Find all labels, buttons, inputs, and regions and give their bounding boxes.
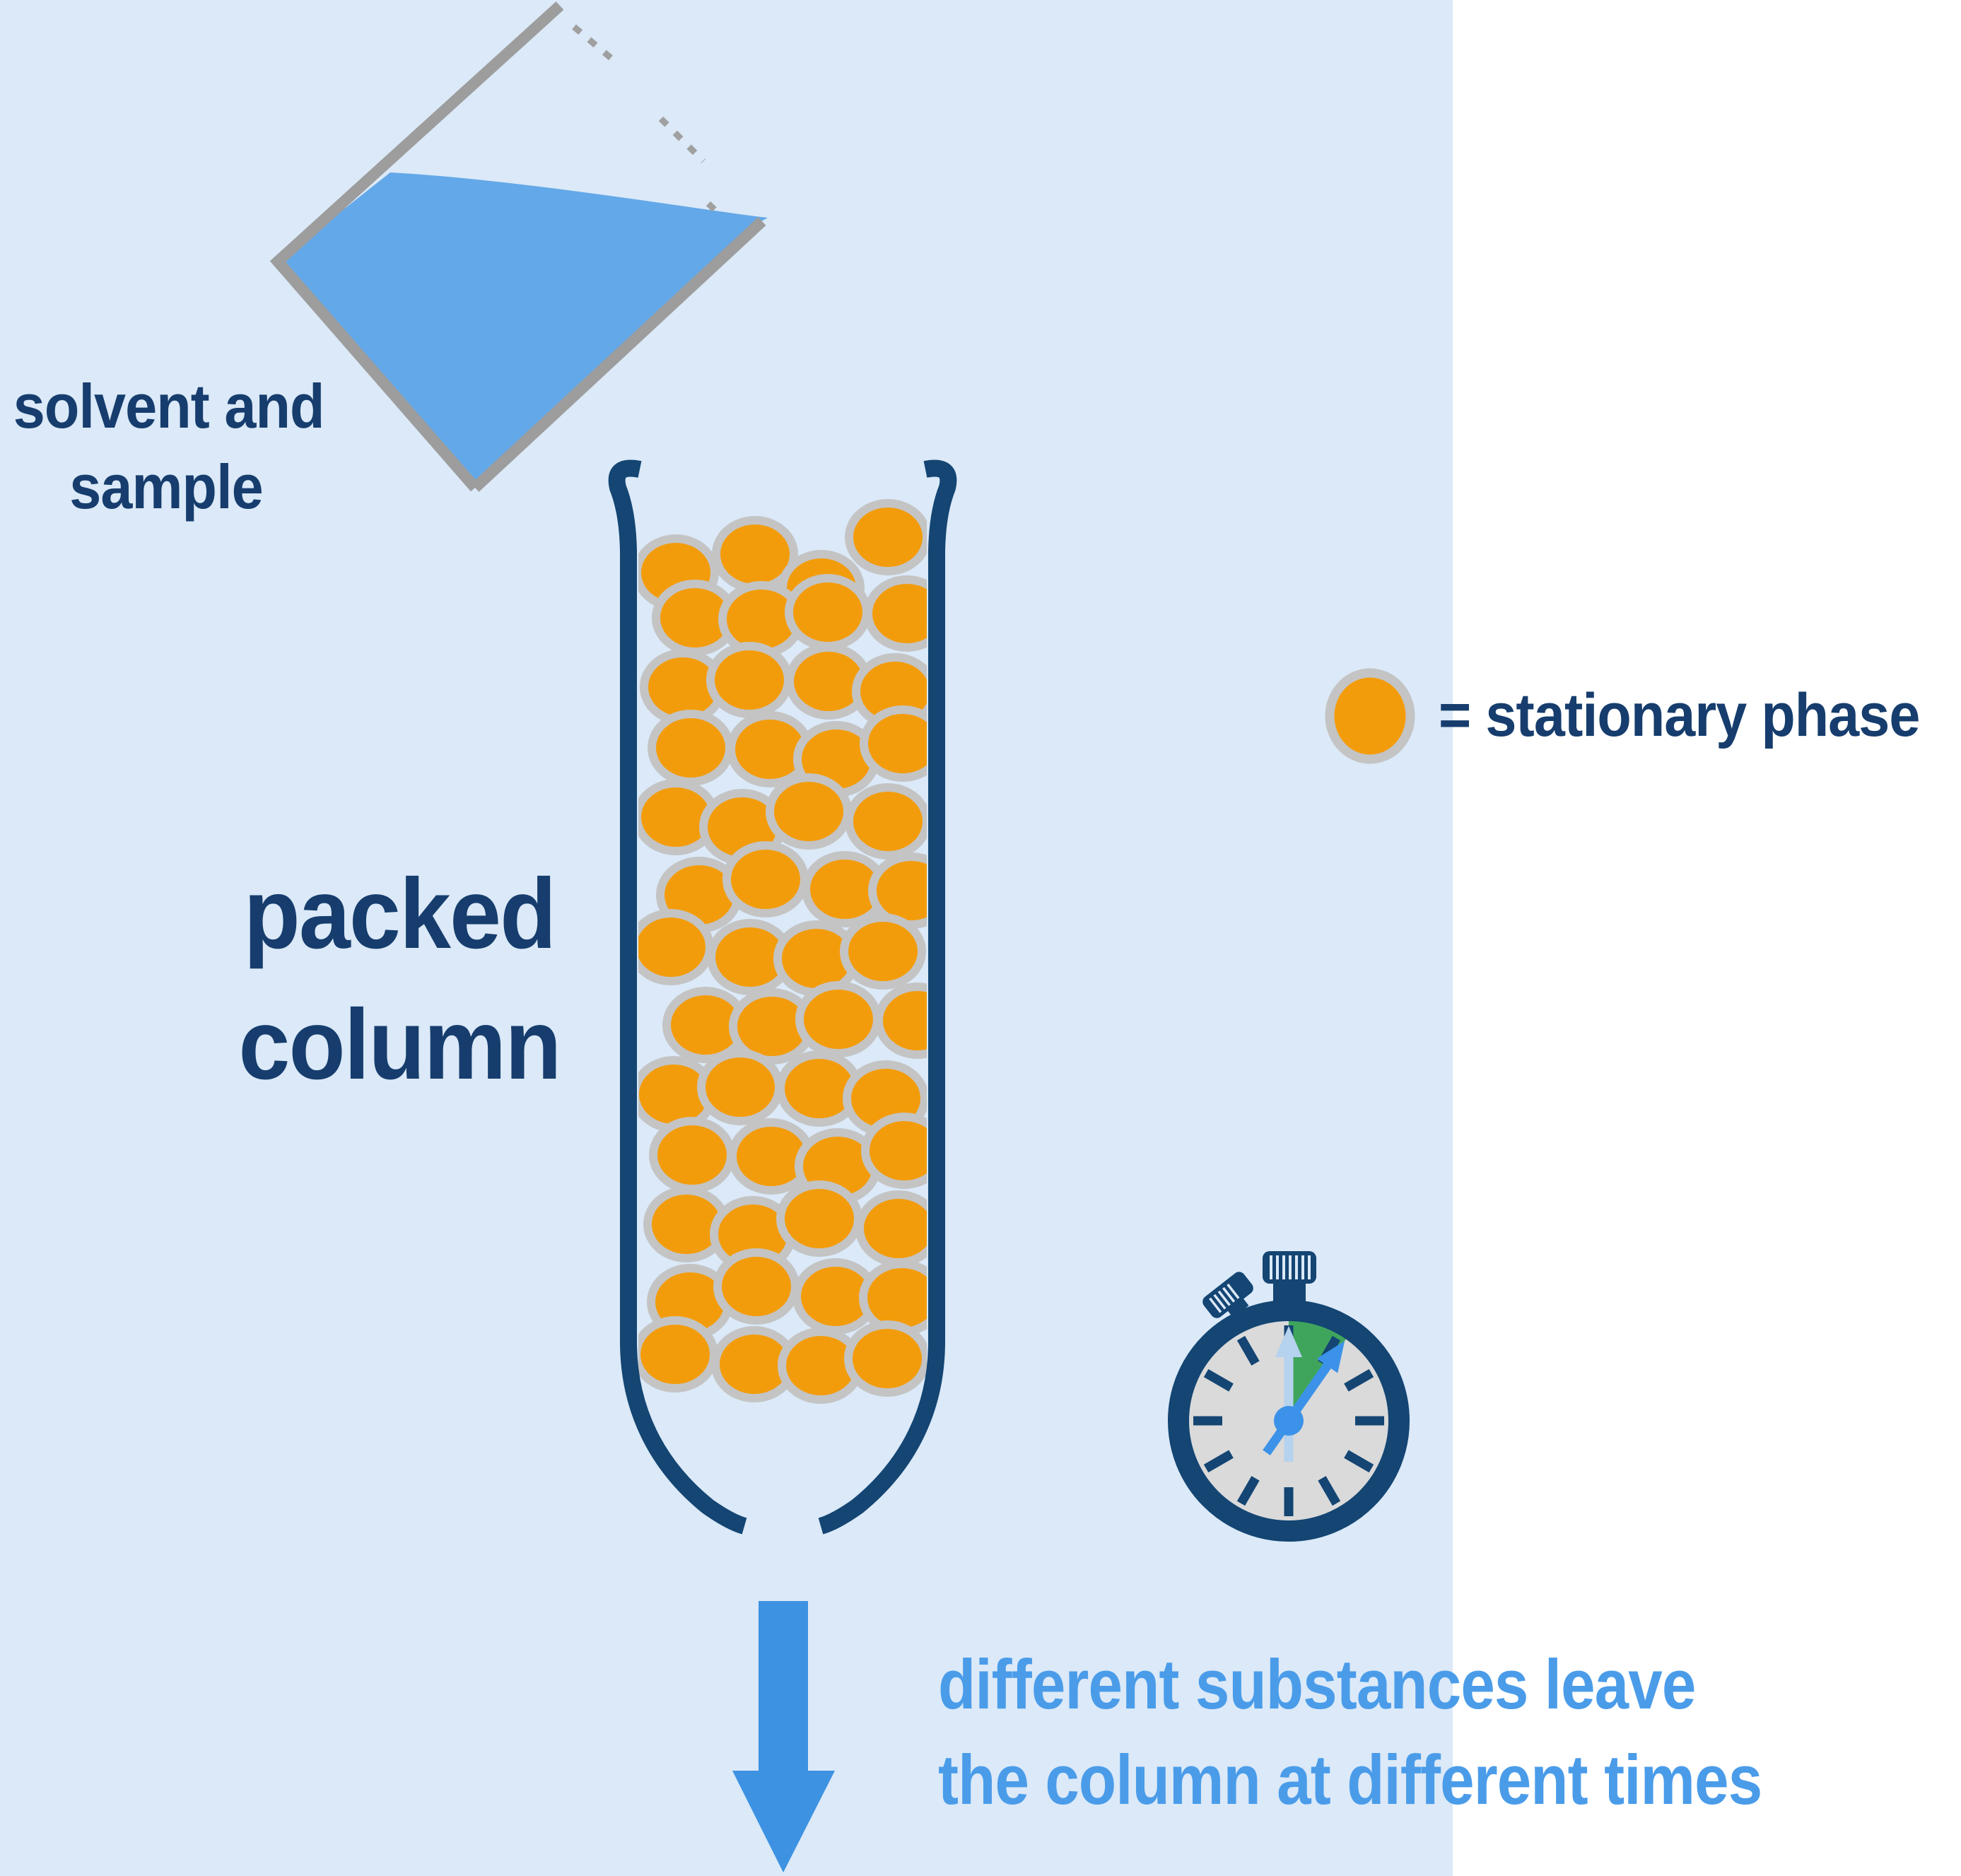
stopwatch-center-dot [1274,1406,1304,1436]
solvent-label-line2: sample [69,452,263,522]
stationary-phase-beads [638,499,927,1404]
stationary-phase-bead [722,841,809,918]
stationary-phase-bead [648,710,734,786]
stationary-phase-bead [785,574,871,650]
stopwatch-tick [1236,1335,1260,1366]
stopwatch-second-hand [1263,1341,1345,1455]
beaker-liquid [278,172,768,488]
stopwatch-tick [1344,1368,1374,1392]
outflow-label-line2: the column at different times [938,1740,1762,1819]
stationary-phase-bead [855,1190,927,1267]
outflow-label: different substances leave the column at… [938,1636,1762,1827]
stationary-phase-bead [795,981,882,1057]
stopwatch-ring [1168,1300,1410,1542]
right-background-panel [1453,0,1961,1876]
stationary-phase-bead [845,783,927,860]
packed-column-label-line1: packed [243,857,557,969]
stopwatch-tick [1236,1476,1260,1506]
column-right-wall [818,459,957,1535]
stationary-phase-bead [845,499,927,575]
solvent-and-sample-label: solvent and sample [13,366,325,527]
stationary-phase-bead [766,773,852,850]
stationary-phase-bead [776,1180,862,1257]
down-arrow-icon [732,1601,835,1872]
stationary-phase-bead [840,913,926,990]
stationary-phase-bead [713,1248,800,1325]
stationary-phase-bead [697,1049,783,1125]
stationary-phase-bead [649,1117,735,1193]
stopwatch-tick [1318,1476,1341,1506]
legend-swatch-icon [1325,668,1415,764]
stationary-phase-bead [864,575,927,652]
solvent-label-line1: solvent and [13,371,325,441]
stopwatch-tick [1203,1368,1234,1392]
packed-column-label-line2: column [238,988,561,1100]
stopwatch-side-button [1202,1272,1253,1318]
column-left-wall [608,459,747,1535]
stationary-phase-bead [861,1113,927,1189]
stopwatch-tick [1203,1450,1234,1473]
stationary-phase-bead [638,1316,718,1393]
stationary-phase-bead [860,705,927,782]
stationary-phase-bead [874,983,927,1059]
packed-column-label: packed column [133,848,665,1110]
beaker-pouring-icon [269,1,768,492]
outflow-label-line1: different substances leave [938,1645,1696,1723]
packed-column-icon [608,459,957,1535]
beaker-spout-outline [471,217,766,492]
legend-label: = stationary phase [1439,681,1920,749]
stopwatch-icon [1168,1251,1410,1542]
stopwatch-tick [1344,1450,1374,1473]
stationary-phase-bead [706,642,792,718]
beaker-outline [269,1,564,492]
stationary-phase-bead [844,1320,927,1397]
beaker-graduation-marks [572,24,720,215]
